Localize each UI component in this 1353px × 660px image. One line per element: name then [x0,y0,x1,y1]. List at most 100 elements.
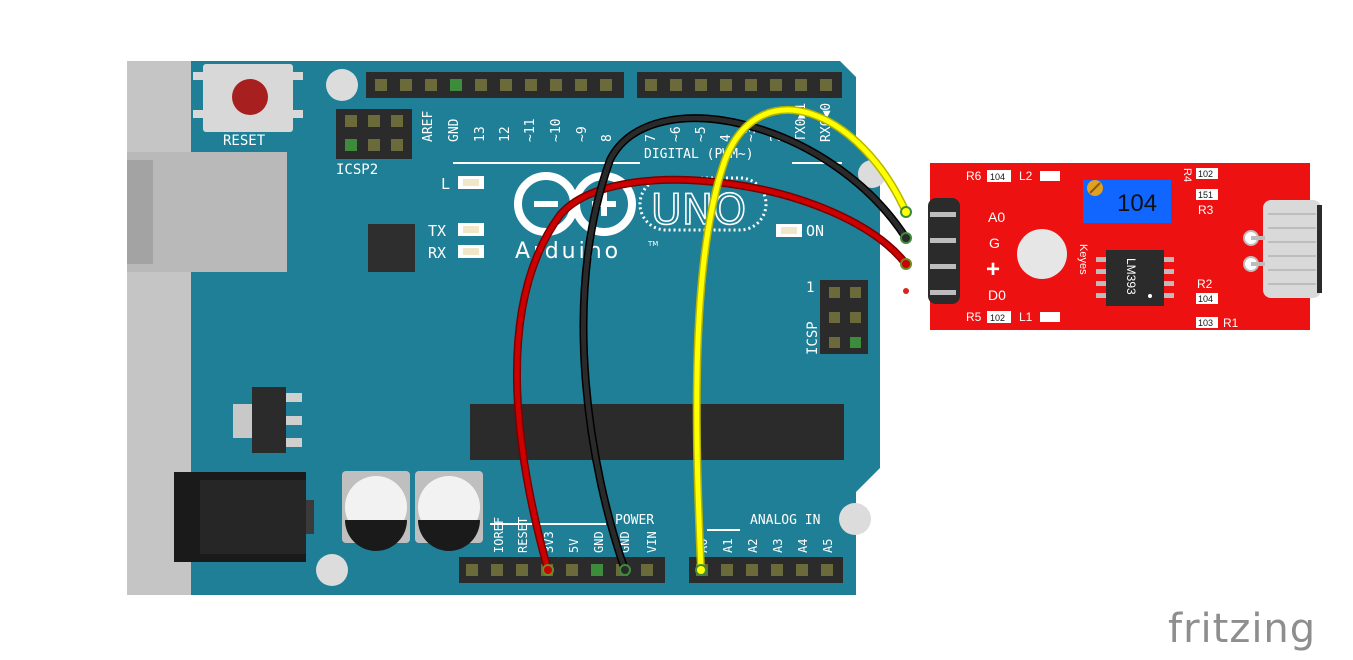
header-pin-hole [475,79,487,91]
atmega328-chip [470,404,844,460]
wire-end [900,258,912,270]
led-tx-lens [463,226,479,233]
r6-value: 104 [990,172,1005,182]
r4-label: R4 [1181,168,1193,182]
l2-label: L2 [1019,169,1033,183]
wire-end [900,232,912,244]
power-pin-label: IOREF [492,517,506,553]
power-pin-label: 5V [567,539,581,553]
digital-pin-label: ~9 [575,126,590,142]
wire-yellow-core [694,107,909,573]
header-pin-hole [500,79,512,91]
r5-label: R5 [966,310,982,324]
header-pin-hole [375,79,387,91]
header-pin-hole [720,79,732,91]
capacitor [342,471,410,551]
reset-label: RESET [223,133,266,149]
digital-pin-label: ~10 [549,119,564,142]
resistor-r2 [1196,293,1218,304]
module-pin [930,212,956,217]
header-pin-hole [600,79,612,91]
wire-end [900,206,912,218]
resistor-r6 [987,170,1011,182]
led-rx-lens [463,248,479,255]
header-pin-hole [821,564,833,576]
mounting-hole [326,69,358,101]
sound-sensor-module: A0 G + D0 R6 104 L2 104 R4 102 151 R3 Ke… [903,163,1322,330]
led-on-label: ON [806,222,824,240]
r3-value: 151 [1198,190,1213,200]
uno-text: UNO [651,185,746,234]
mounting-hole [839,503,871,535]
board-pcb [191,61,880,595]
header-pin-hole [400,79,412,91]
arduino-logo-tm: TM [647,240,658,248]
power-pin-label: GND [592,531,606,553]
analog-header [689,557,843,583]
r2-value: 104 [1198,294,1213,304]
analog-pin-label: A1 [721,539,735,553]
d0-pin-end [903,288,909,294]
power-header [459,557,665,583]
module-pin-plus: + [986,256,1000,283]
header-pin-hole [796,564,808,576]
led-l1 [1040,312,1060,322]
r2-label: R2 [1197,277,1213,291]
digital-pin-label: ~6 [669,126,684,142]
header-pin-hole [695,79,707,91]
header-pin-hole [516,564,528,576]
r6-label: R6 [966,169,982,183]
mounting-hole [316,554,348,586]
digital-pin-label: GND [447,118,462,142]
digital-pin-label: AREF [421,111,436,142]
voltage-regulator [233,387,302,453]
header-pin-hole [771,564,783,576]
header-pin-hole [566,564,578,576]
board-edge-gray [127,61,191,152]
potentiometer[interactable] [1083,180,1171,223]
analog-pin-label: A5 [821,539,835,553]
icsp2-header [336,109,412,159]
resistor-r5 [987,311,1011,323]
atmega-chip [368,224,415,272]
reset-button[interactable] [193,64,303,132]
digital-header-right [637,72,842,98]
resistor-r4 [1196,168,1218,179]
icsp-header [820,280,868,354]
header-pin-hole [770,79,782,91]
bottom-pin-holes [466,564,833,576]
header-pin-hole [645,79,657,91]
digital-label: DIGITAL (PWM~) [644,147,754,162]
header-pin-hole [450,79,462,91]
led-on-lens [781,227,797,234]
icsp-pin-one: 1 [806,280,814,296]
module-pin-g: G [989,235,1000,251]
fritzing-watermark: fritzing [1168,606,1317,652]
r5-value: 102 [990,313,1005,323]
led-l-lens [463,179,479,186]
digital-pin-holes [375,79,832,91]
digital-pin-label: 13 [473,126,488,142]
chip-label: LM393 [1124,258,1138,295]
brand-keyes: Keyes [1077,244,1089,275]
wire-red-core [514,177,909,573]
led-tx-label: TX [428,222,446,240]
header-pin-hole [591,564,603,576]
header-pin-hole [525,79,537,91]
wire-end [695,564,707,576]
analog-pin-label: A2 [746,539,760,553]
header-pin-hole [746,564,758,576]
module-pin [930,290,956,295]
capacitor [415,471,483,551]
module-pin [930,238,956,243]
header-pin-hole [745,79,757,91]
power-label: POWER [615,513,654,528]
led-l2 [1040,171,1060,181]
usb-connector [127,152,287,272]
l1-label: L1 [1019,310,1033,324]
digital-pin-label: 12 [498,126,513,142]
icsp2-label: ICSP2 [336,162,378,178]
header-pin-hole [641,564,653,576]
header-pin-hole [721,564,733,576]
